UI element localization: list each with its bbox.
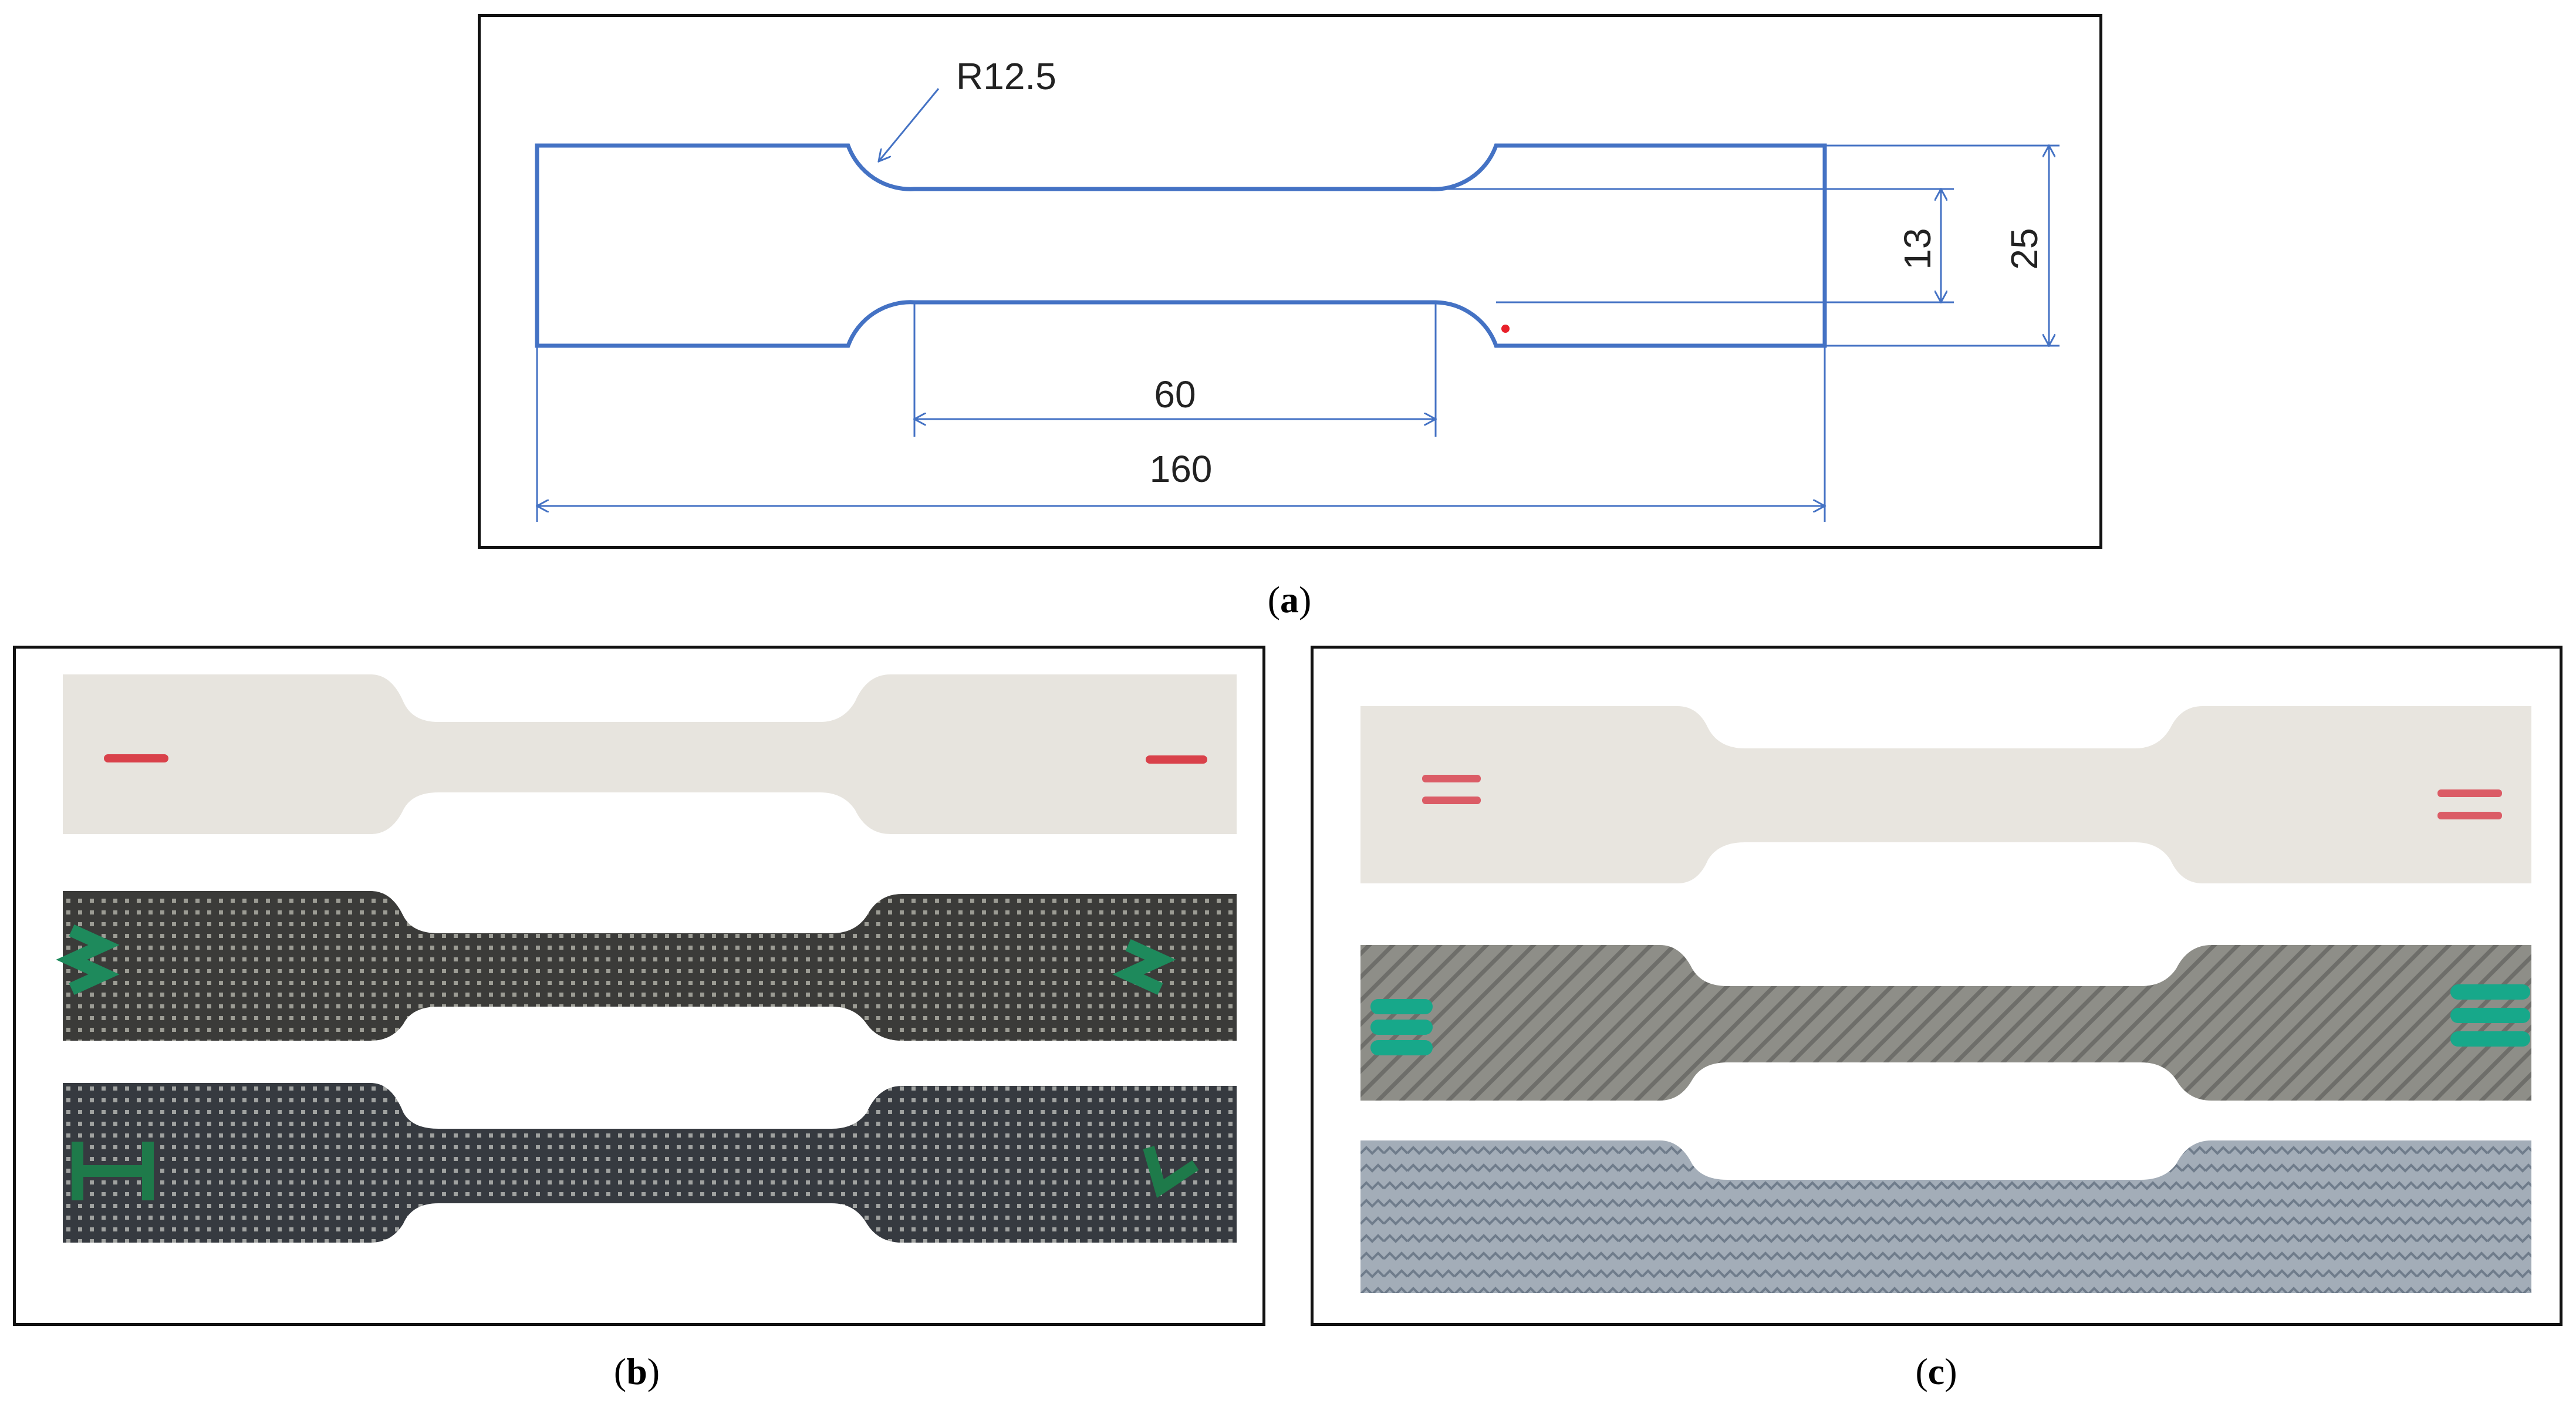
green-mark-left	[56, 924, 120, 995]
green-mark-left	[72, 1142, 154, 1200]
gauge-length-label: 60	[1154, 373, 1196, 416]
overall-length-label: 160	[1150, 448, 1213, 490]
radius-leader-line	[879, 88, 940, 161]
specimen-b-1	[63, 674, 1237, 834]
red-mark-left	[104, 754, 168, 762]
specimen-photos-b	[56, 674, 1237, 1243]
red-mark-right-bottom	[2437, 812, 2502, 819]
red-mark-left-top	[1422, 775, 1481, 782]
radius-label: R12.5	[956, 55, 1056, 97]
specimen-c-2	[1360, 945, 2531, 1101]
specimen-photo-panel-c	[1311, 646, 2563, 1326]
specimen-drawing: R12.5 60 160 13 25	[535, 55, 2060, 522]
red-mark-left-bottom	[1422, 797, 1481, 804]
specimen-b-2	[56, 891, 1237, 1041]
caption-b: (b)	[613, 1351, 660, 1392]
grip-width-label: 25	[2003, 228, 2045, 269]
caption-a: (a)	[1267, 579, 1312, 620]
gauge-width-label: 13	[1896, 228, 1939, 269]
technical-drawing-panel: R12.5 60 160 13 25	[478, 14, 2102, 549]
specimen-c-3	[1360, 1140, 2531, 1293]
red-dot-marker	[1501, 325, 1510, 333]
specimen-c-1	[1360, 706, 2531, 883]
red-mark-right-top	[2437, 789, 2502, 797]
green-mark-right	[1112, 939, 1176, 995]
specimen-b-3	[63, 1083, 1237, 1243]
specimen-outline	[535, 143, 1827, 348]
specimen-photos-c	[1360, 706, 2531, 1293]
green-mark-right	[1143, 1146, 1199, 1198]
green-mark-right	[2450, 984, 2530, 1047]
green-mark-left	[1370, 999, 1433, 1055]
red-mark-right	[1146, 755, 1207, 764]
specimen-photo-panel-b	[13, 646, 1265, 1326]
extension-lines	[536, 144, 2060, 522]
caption-c: (c)	[1915, 1351, 1957, 1392]
